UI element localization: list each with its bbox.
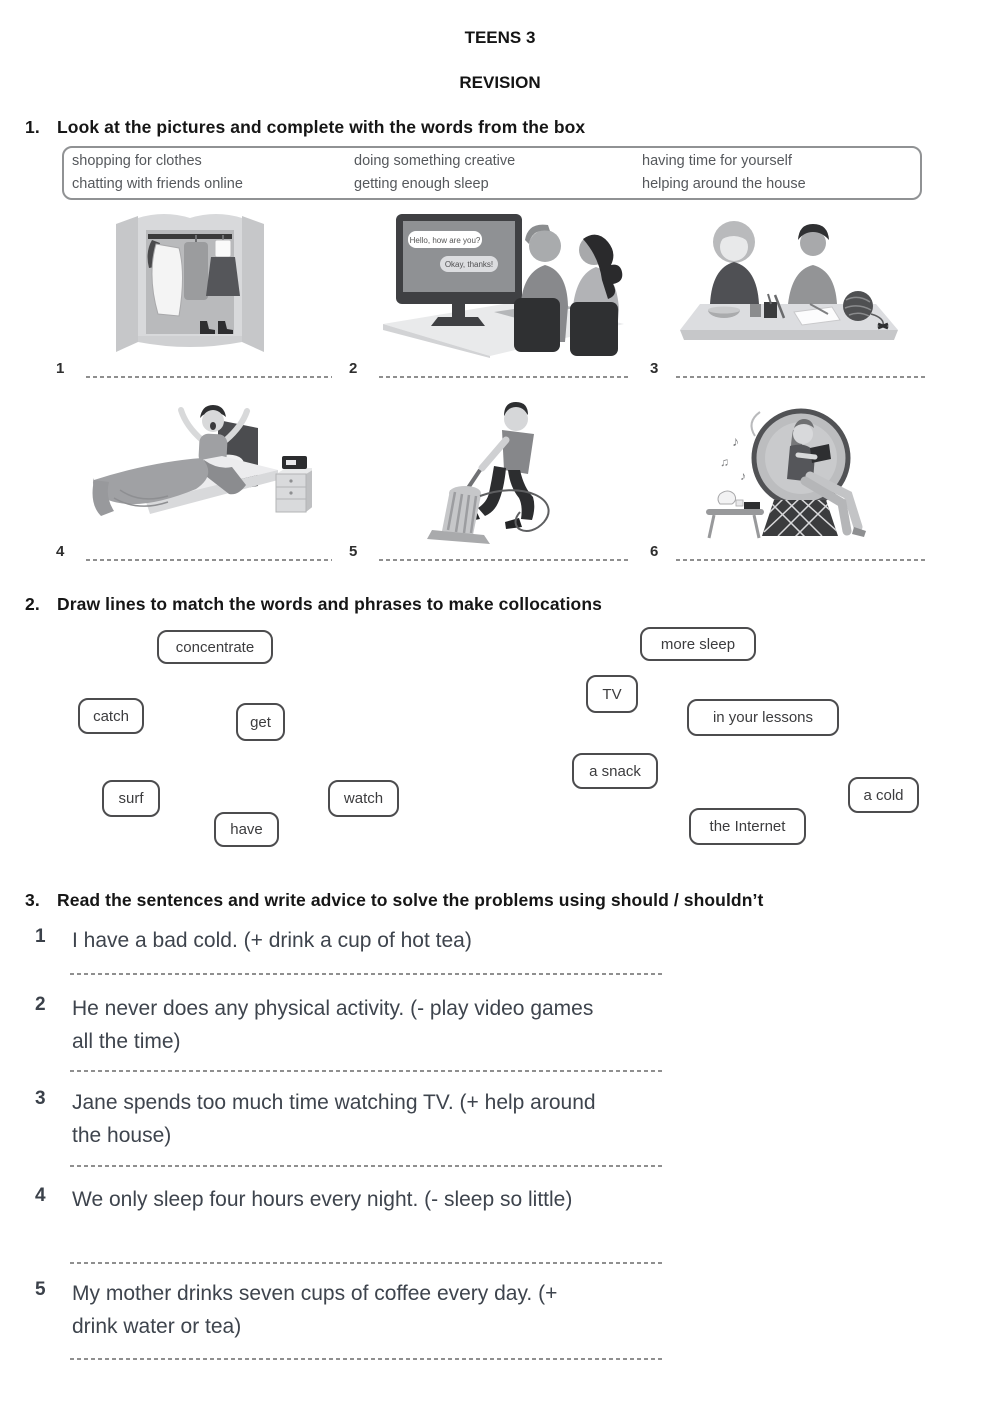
chip-tv[interactable]: TV xyxy=(586,675,638,713)
sentence-number: 1 xyxy=(35,926,46,947)
advice-answer-line-2[interactable] xyxy=(70,1070,662,1072)
word-box-item: getting enough sleep xyxy=(354,176,489,192)
music-note-icon: ♪ xyxy=(740,469,746,483)
vacuuming-illustration xyxy=(427,402,550,544)
chip-concentrate[interactable]: concentrate xyxy=(157,630,273,664)
chat-bubble-2: Okay, thanks! xyxy=(445,260,493,269)
word-box-item: chatting with friends online xyxy=(72,176,243,192)
chip-a-snack[interactable]: a snack xyxy=(572,753,658,789)
section3-number: 3. xyxy=(25,890,40,910)
relaxing-illustration: ♪ ♫ ♪ xyxy=(706,408,866,539)
picture-number: 1 xyxy=(56,360,65,377)
sentence-number: 2 xyxy=(35,994,46,1015)
advice-answer-line-4[interactable] xyxy=(70,1262,662,1264)
answer-blank-6[interactable] xyxy=(676,559,926,561)
word-box-item: shopping for clothes xyxy=(72,153,202,169)
section3-heading: 3. Read the sentences and write advice t… xyxy=(25,890,763,911)
word-box: shopping for clothes chatting with frien… xyxy=(62,146,922,200)
section1-heading-text: Look at the pictures and complete with t… xyxy=(57,117,586,137)
sentence-item: 5 My mother drinks seven cups of coffee … xyxy=(35,1277,604,1343)
picture-number: 2 xyxy=(349,360,358,377)
sentence-number: 3 xyxy=(35,1088,46,1109)
chip-get[interactable]: get xyxy=(236,703,285,741)
sentence-number: 4 xyxy=(35,1185,46,1206)
sentence-item: 3 Jane spends too much time watching TV.… xyxy=(35,1086,604,1152)
sentence-text: I have a bad cold. (+ drink a cup of hot… xyxy=(72,929,472,952)
section1-heading: 1. Look at the pictures and complete wit… xyxy=(25,117,585,138)
sentence-text: We only sleep four hours every night. (-… xyxy=(72,1188,573,1211)
word-box-item: doing something creative xyxy=(354,153,516,169)
picture-number: 3 xyxy=(650,360,659,377)
section2-heading-text: Draw lines to match the words and phrase… xyxy=(57,594,602,614)
answer-blank-3[interactable] xyxy=(676,376,926,378)
crafts-illustration xyxy=(680,221,898,340)
sentence-item: 2 He never does any physical activity. (… xyxy=(35,992,604,1058)
chip-surf[interactable]: surf xyxy=(102,780,160,817)
wardrobe-illustration xyxy=(116,214,264,352)
sentence-item: 4 We only sleep four hours every night. … xyxy=(35,1183,604,1216)
advice-answer-line-3[interactable] xyxy=(70,1165,662,1167)
sentence-text: Jane spends too much time watching TV. (… xyxy=(72,1091,596,1147)
chip-watch[interactable]: watch xyxy=(328,780,399,817)
chip-more-sleep[interactable]: more sleep xyxy=(640,627,756,661)
chatting-online-illustration: Hello, how are you? Okay, thanks! xyxy=(383,214,624,358)
chip-a-cold[interactable]: a cold xyxy=(848,777,919,813)
chip-catch[interactable]: catch xyxy=(78,698,144,734)
music-note-icon: ♫ xyxy=(720,455,729,469)
chip-have[interactable]: have xyxy=(214,812,279,847)
section1-number: 1. xyxy=(25,117,40,137)
chip-in-your-lessons[interactable]: in your lessons xyxy=(687,699,839,736)
chip-the-internet[interactable]: the Internet xyxy=(689,808,806,845)
section2-number: 2. xyxy=(25,594,40,614)
page-subtitle: REVISION xyxy=(459,73,541,92)
sentence-text: He never does any physical activity. (- … xyxy=(72,997,594,1053)
answer-blank-1[interactable] xyxy=(86,376,332,378)
answer-blank-4[interactable] xyxy=(86,559,332,561)
sentence-text: My mother drinks seven cups of coffee ev… xyxy=(72,1282,558,1338)
sentence-number: 5 xyxy=(35,1279,46,1300)
music-note-icon: ♪ xyxy=(732,433,739,449)
answer-blank-5[interactable] xyxy=(379,559,631,561)
advice-answer-line-5[interactable] xyxy=(70,1358,662,1360)
section3-heading-text: Read the sentences and write advice to s… xyxy=(57,890,764,910)
word-box-item: having time for yourself xyxy=(642,153,792,169)
page-title: TEENS 3 xyxy=(464,28,536,47)
picture-number: 4 xyxy=(56,543,65,560)
waking-up-illustration xyxy=(92,405,312,516)
sentence-item: 1 I have a bad cold. (+ drink a cup of h… xyxy=(35,924,604,957)
picture-number: 6 xyxy=(650,543,659,560)
word-box-item: helping around the house xyxy=(642,176,806,192)
section2-heading: 2. Draw lines to match the words and phr… xyxy=(25,594,602,615)
chat-bubble-1: Hello, how are you? xyxy=(410,236,481,245)
picture-number: 5 xyxy=(349,543,358,560)
advice-answer-line-1[interactable] xyxy=(70,973,662,975)
answer-blank-2[interactable] xyxy=(379,376,631,378)
